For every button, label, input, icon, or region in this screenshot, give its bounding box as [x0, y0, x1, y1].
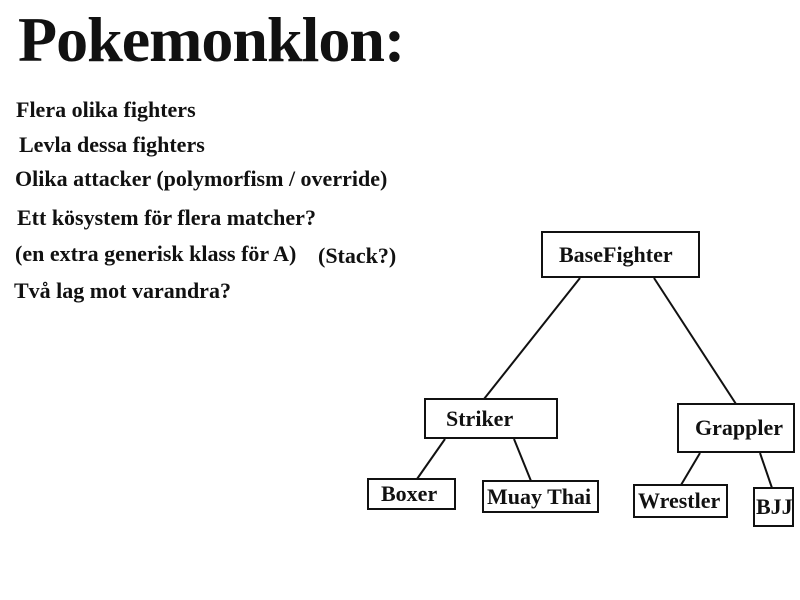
- bullet-kosystem: Ett kösystem för flera matcher?: [17, 205, 316, 230]
- edge-grappler-bjj: [759, 452, 773, 489]
- bullet-flera-olika-fighters: Flera olika fighters: [16, 97, 196, 122]
- bullet-tva-lag: Två lag mot varandra?: [14, 278, 231, 303]
- node-muaythai-label: Muay Thai: [487, 483, 592, 509]
- bullet-generisk-klass: (en extra generisk klass för A): [15, 241, 297, 266]
- edge-striker-boxer: [416, 438, 446, 480]
- edge-striker-muaythai: [513, 438, 532, 482]
- bullet-stack-note: (Stack?): [318, 243, 397, 268]
- node-grappler: Grappler: [677, 403, 795, 453]
- node-bjj: BJJ: [753, 487, 794, 527]
- edge-grappler-wrestler: [680, 452, 701, 486]
- bullet-olika-attacker: Olika attacker (polymorfism / override): [15, 166, 388, 191]
- node-basefighter-label: BaseFighter: [559, 241, 673, 267]
- node-wrestler: Wrestler: [633, 484, 728, 518]
- edge-base-grappler: [653, 277, 737, 405]
- node-striker: Striker: [424, 398, 558, 439]
- node-wrestler-label: Wrestler: [638, 488, 721, 513]
- node-boxer-label: Boxer: [381, 481, 438, 506]
- node-bjj-label: BJJ: [756, 494, 793, 519]
- node-grappler-label: Grappler: [695, 415, 783, 440]
- node-striker-label: Striker: [446, 405, 514, 431]
- edge-base-striker: [483, 277, 581, 400]
- node-muaythai: Muay Thai: [482, 480, 599, 513]
- node-basefighter: BaseFighter: [541, 231, 700, 278]
- bullet-levla-fighters: Levla dessa fighters: [19, 132, 205, 157]
- node-boxer: Boxer: [367, 478, 456, 510]
- slide-title: Pokemonklon:: [18, 4, 405, 75]
